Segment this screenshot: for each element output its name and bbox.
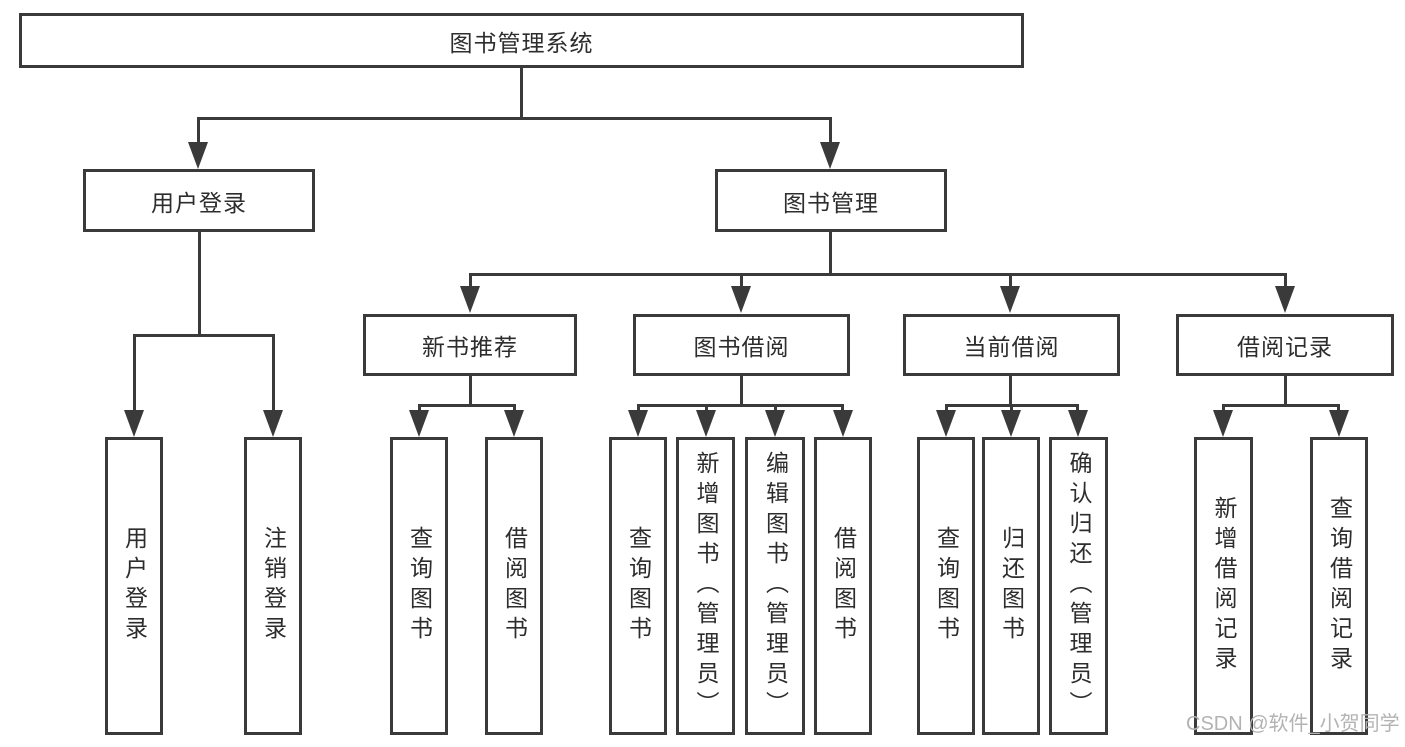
- connector-leaf-drop: [1284, 273, 1287, 291]
- leaf-query-books-recommend: 查询图书: [390, 437, 448, 735]
- connector-book-mgmt-drop: [829, 117, 832, 145]
- arrow-down-icon: [936, 410, 956, 437]
- connector-user-login-stem: [198, 232, 201, 337]
- node-new-book-recommend: 新书推荐: [363, 314, 577, 376]
- arrow-down-icon: [124, 410, 144, 437]
- node-borrow-records: 借阅记录: [1176, 314, 1394, 376]
- connector-leaf-drop: [1009, 273, 1012, 291]
- leaf-query-borrow-record: 查询借阅记录: [1310, 437, 1368, 735]
- leaf-query-books-borrow: 查询图书: [609, 437, 667, 735]
- node-book-borrow: 图书借阅: [633, 314, 850, 376]
- arrow-down-icon: [765, 410, 785, 437]
- connector-level2-horizontal: [197, 117, 832, 120]
- leaf-add-borrow-record: 新增借阅记录: [1194, 437, 1253, 735]
- arrow-down-icon: [696, 410, 716, 437]
- connector-leaf-drop: [272, 334, 275, 414]
- connector-level3-horizontal: [469, 273, 1287, 276]
- connector-leaf-drop: [469, 273, 472, 291]
- node-book-management: 图书管理: [715, 169, 947, 232]
- connector-user-login-horizontal: [133, 334, 275, 337]
- node-user-login: 用户登录: [83, 169, 315, 232]
- connector-user-login-drop: [197, 117, 200, 145]
- csdn-watermark: CSDN @软件_小贺同学: [1186, 713, 1400, 735]
- arrow-down-icon: [409, 410, 429, 437]
- connector-stem: [740, 376, 743, 407]
- connector-stem: [1284, 376, 1287, 407]
- arrow-down-icon: [628, 410, 648, 437]
- connector-horizontal: [637, 404, 844, 407]
- leaf-borrow-books: 借阅图书: [814, 437, 872, 735]
- arrow-down-icon: [820, 142, 840, 169]
- leaf-edit-book-admin: 编辑图书（管理员）: [745, 437, 805, 735]
- arrow-down-icon: [188, 142, 208, 169]
- arrow-down-icon: [263, 410, 283, 437]
- arrow-down-icon: [460, 286, 480, 313]
- arrow-down-icon: [1275, 286, 1295, 313]
- connector-leaf-drop: [740, 273, 743, 291]
- connector-horizontal: [1222, 404, 1340, 407]
- arrow-down-icon: [504, 410, 524, 437]
- leaf-user-login: 用户登录: [105, 437, 163, 735]
- arrow-down-icon: [1329, 410, 1349, 437]
- node-root: 图书管理系统: [19, 13, 1024, 68]
- leaf-borrow-books-recommend: 借阅图书: [485, 437, 543, 735]
- leaf-return-book: 归还图书: [982, 437, 1040, 735]
- leaf-logout-login: 注销登录: [244, 437, 302, 735]
- node-current-borrow: 当前借阅: [903, 314, 1120, 376]
- connector-root-stem: [520, 68, 523, 119]
- connector-horizontal: [418, 404, 516, 407]
- connector-book-mgmt-stem: [829, 232, 832, 276]
- connector-stem: [469, 376, 472, 407]
- arrow-down-icon: [1068, 410, 1088, 437]
- arrow-down-icon: [1001, 410, 1021, 437]
- leaf-query-books-current: 查询图书: [917, 437, 975, 735]
- arrow-down-icon: [731, 286, 751, 313]
- leaf-add-book-admin: 新增图书（管理员）: [676, 437, 735, 735]
- arrow-down-icon: [1213, 410, 1233, 437]
- arrow-down-icon: [833, 410, 853, 437]
- leaf-confirm-return-admin: 确认归还（管理员）: [1049, 437, 1108, 735]
- connector-leaf-drop: [133, 334, 136, 414]
- arrow-down-icon: [1000, 286, 1020, 313]
- connector-stem: [1009, 376, 1012, 407]
